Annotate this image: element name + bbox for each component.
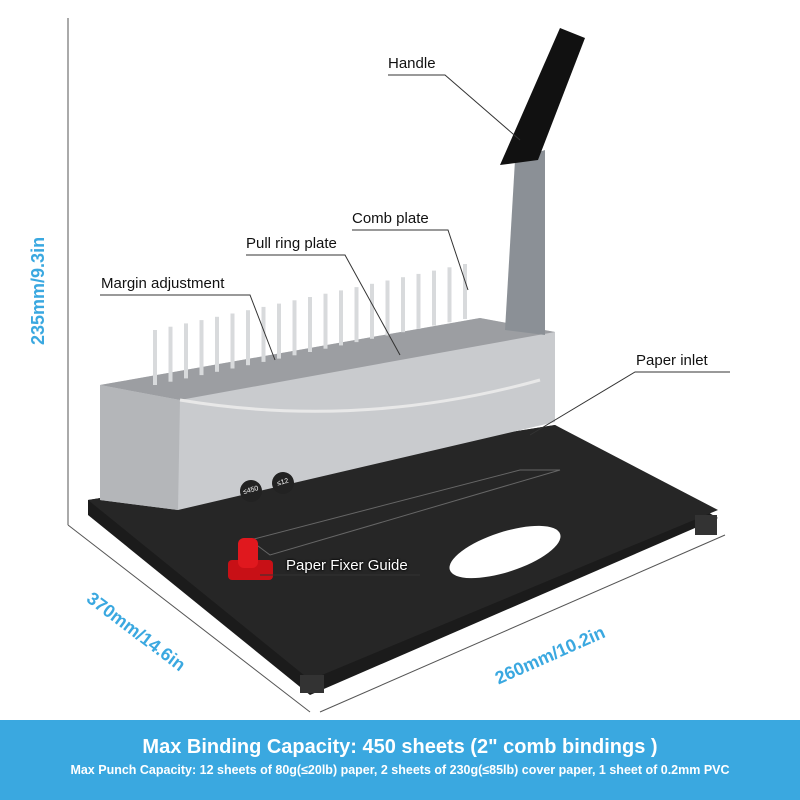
leader-lines: [100, 74, 730, 576]
base-handle-hole: [449, 525, 561, 579]
label-pull-ring-plate: Pull ring plate: [246, 235, 337, 252]
comb-plate-teeth: [153, 264, 467, 385]
label-paper-fixer-guide: Paper Fixer Guide: [286, 557, 408, 574]
label-comb-plate: Comb plate: [352, 210, 429, 227]
handle-grip: [500, 28, 585, 165]
banner-title: Max Binding Capacity: 450 sheets (2" com…: [142, 736, 658, 758]
dimension-height: 235mm/9.3in: [28, 236, 48, 345]
label-handle: Handle: [388, 55, 436, 72]
handle-arm: [505, 150, 545, 335]
label-paper-inlet: Paper inlet: [636, 352, 708, 369]
dimension-lines: [67, 18, 726, 713]
capacity-banner: Max Binding Capacity: 450 sheets (2" com…: [0, 720, 800, 800]
banner-subtitle: Max Punch Capacity: 12 sheets of 80g(≤20…: [70, 763, 730, 777]
label-margin-adjustment: Margin adjustment: [101, 275, 225, 292]
